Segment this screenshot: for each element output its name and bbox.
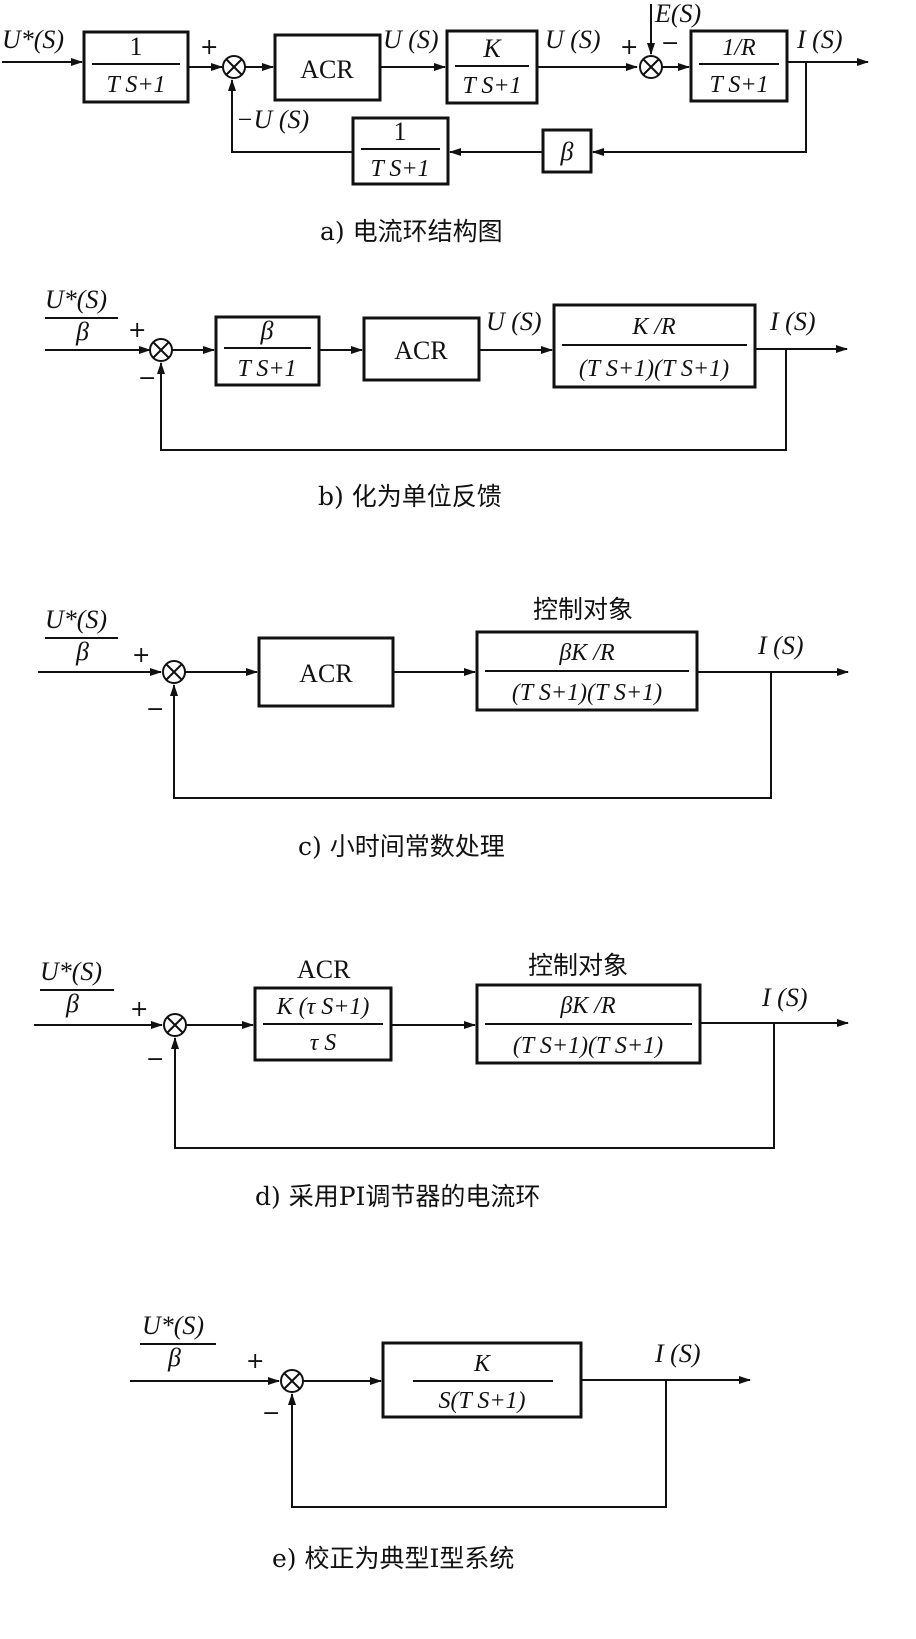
d-sum-plus: +: [130, 997, 148, 1022]
a-caption: a) 电流环结构图: [320, 217, 503, 246]
a-ud-label: U (S): [545, 25, 601, 54]
c-sum-cross-2: [165, 663, 183, 681]
c-plant-den: (T S+1)(T S+1): [512, 680, 662, 706]
e-sum-cross-2: [283, 1372, 301, 1390]
a-armature-den: T S+1: [709, 72, 768, 98]
d-plant-title: 控制对象: [528, 951, 628, 980]
a-feedback-signal-label: −U (S): [236, 105, 309, 134]
c-input-num: U*(S): [45, 605, 107, 634]
c-feedback-path: [170, 672, 772, 799]
a-armature-block: [689, 29, 789, 103]
c-acr-label: ACR: [299, 659, 353, 688]
c-sum-plus: +: [132, 643, 150, 668]
a-sum2-plus: +: [620, 35, 638, 60]
b-sum-plus: +: [128, 318, 146, 343]
diagram-e: U*(S) β + − K S(T S+1) I (S) e) 校正为典型I型系…: [130, 1311, 751, 1573]
d-acr-den: τ S: [310, 1030, 337, 1056]
a-feedback-path-3: [228, 79, 353, 153]
b-caption: b) 化为单位反馈: [318, 482, 502, 511]
a-sum1-cross-2: [225, 58, 243, 76]
e-open-loop-den: S(T S+1): [438, 1388, 525, 1414]
a-input-filter-den: T S+1: [106, 72, 165, 98]
b-sum-cross-2: [152, 341, 170, 359]
b-uc-label: U (S): [486, 307, 542, 336]
a-feedback-filter-num: 1: [394, 117, 407, 146]
c-sum-minus: −: [146, 697, 164, 722]
c-input-den: β: [75, 637, 89, 666]
b-plant-block: [552, 303, 757, 389]
b-acr-label: ACR: [394, 336, 448, 365]
d-input-den: β: [65, 989, 79, 1018]
diagram-c: U*(S) β + − ACR 控制对象 βK /R (T S+1)(T S+1…: [38, 595, 849, 861]
c-caption: c) 小时间常数处理: [298, 832, 505, 861]
b-output-label: I (S): [769, 307, 815, 336]
d-acr-title: ACR: [297, 955, 351, 984]
a-sum2-cross-2: [642, 58, 660, 76]
a-beta-label: β: [560, 137, 574, 166]
diagram-a: U*(S) 1 T S+1 + ACR U (S) K T S+1 U (S) …: [2, 0, 869, 246]
a-output-label: I (S): [796, 25, 842, 54]
d-plant-num: βK /R: [559, 993, 616, 1019]
b-filter-den: T S+1: [237, 356, 296, 382]
a-disturbance-label: E(S): [654, 0, 701, 28]
e-sum-minus: −: [262, 1401, 280, 1426]
d-caption: d) 采用PI调节器的电流环: [255, 1182, 540, 1211]
a-converter-num: K: [482, 34, 502, 63]
e-output-label: I (S): [654, 1339, 700, 1368]
a-sum1-plus: +: [200, 35, 218, 60]
a-input-filter-num: 1: [130, 32, 143, 61]
b-input-num: U*(S): [45, 285, 107, 314]
e-input-num: U*(S): [142, 1311, 204, 1340]
b-feedback-path: [157, 349, 787, 451]
c-output-label: I (S): [757, 631, 803, 660]
b-input-den: β: [75, 317, 89, 346]
e-sum-plus: +: [246, 1349, 264, 1374]
e-input-den: β: [167, 1343, 181, 1372]
d-feedback-path: [171, 1023, 775, 1149]
e-feedback-path: [288, 1380, 667, 1508]
d-input-num: U*(S): [40, 957, 102, 986]
a-uc-label: U (S): [383, 25, 439, 54]
a-input-label: U*(S): [2, 25, 64, 54]
a-feedback-filter-den: T S+1: [370, 156, 429, 182]
e-open-loop-num: K: [473, 1351, 492, 1377]
d-sum-minus: −: [146, 1047, 164, 1072]
diagram-d: U*(S) β + − ACR K (τ S+1) τ S 控制对象 βK /R…: [34, 951, 849, 1211]
a-acr-label: ACR: [300, 55, 354, 84]
d-plant-den: (T S+1)(T S+1): [513, 1033, 663, 1059]
a-armature-num: 1/R: [722, 35, 756, 61]
a-feedback-path-1: [592, 62, 807, 156]
a-sum2-minus: −: [661, 31, 679, 56]
b-plant-num: K /R: [631, 314, 676, 340]
b-filter-num: β: [260, 316, 274, 345]
a-converter-den: T S+1: [462, 73, 521, 99]
b-sum-minus: −: [138, 366, 156, 391]
c-plant-title: 控制对象: [533, 595, 633, 624]
d-sum-cross-2: [166, 1016, 184, 1034]
diagram-b: U*(S) β + − β T S+1 ACR U (S) K /R (T S+…: [45, 285, 848, 511]
d-acr-num: K (τ S+1): [276, 994, 370, 1020]
e-caption: e) 校正为典型I型系统: [272, 1544, 514, 1573]
d-output-label: I (S): [761, 983, 807, 1012]
b-plant-den: (T S+1)(T S+1): [579, 356, 729, 382]
c-plant-num: βK /R: [558, 640, 615, 666]
